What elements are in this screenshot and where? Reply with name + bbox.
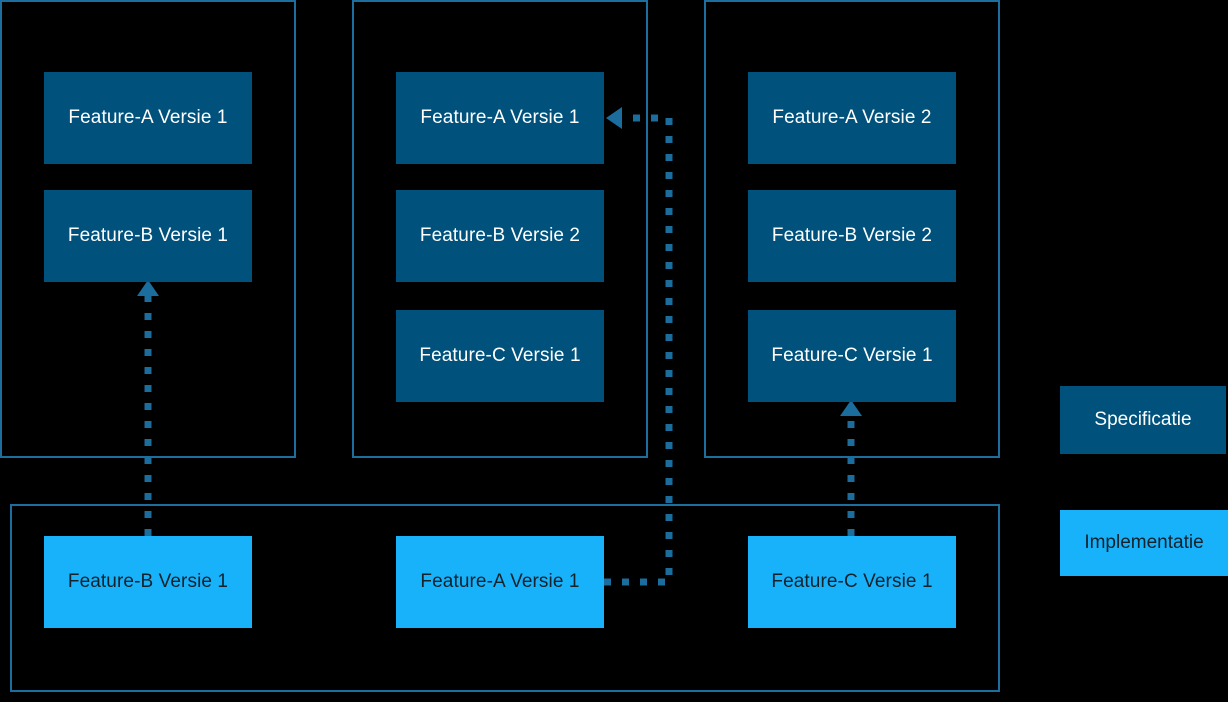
impl-node[interactable]: Feature-C Versie 1 (748, 536, 956, 628)
implementation-group (10, 504, 1000, 692)
impl-node[interactable]: Feature-A Versie 1 (396, 536, 604, 628)
spec-node[interactable]: Feature-C Versie 1 (396, 310, 604, 402)
spec-node[interactable]: Feature-A Versie 1 (396, 72, 604, 164)
spec-node[interactable]: Feature-C Versie 1 (748, 310, 956, 402)
spec-node[interactable]: Feature-B Versie 1 (44, 190, 252, 282)
spec-node[interactable]: Feature-A Versie 1 (44, 72, 252, 164)
legend-specification: Specificatie (1060, 386, 1226, 454)
impl-node[interactable]: Feature-B Versie 1 (44, 536, 252, 628)
spec-node[interactable]: Feature-B Versie 2 (748, 190, 956, 282)
spec-node[interactable]: Feature-A Versie 2 (748, 72, 956, 164)
legend-implementation: Implementatie (1060, 510, 1228, 576)
spec-node[interactable]: Feature-B Versie 2 (396, 190, 604, 282)
